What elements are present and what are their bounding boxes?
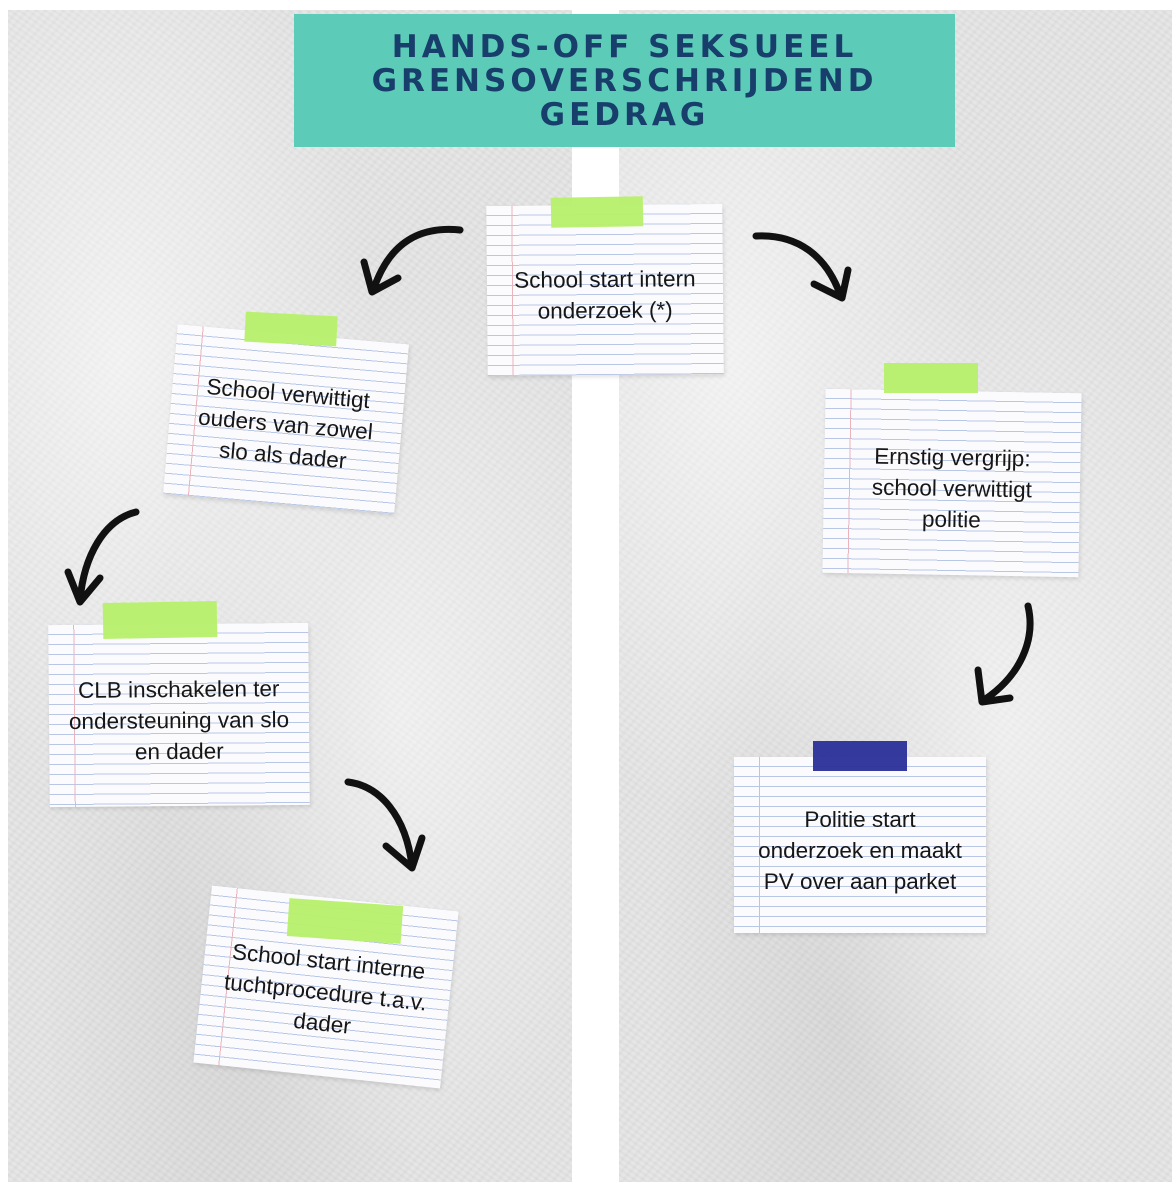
note-start-investigation: School start intern onderzoek (*)	[486, 203, 724, 377]
note-discipline-text: School start interne tuchtprocedure t.a.…	[222, 938, 428, 1039]
curved-arrow-icon	[64, 508, 140, 606]
note-parents-text: School verwittigt ouders van zowel slo a…	[197, 373, 374, 473]
note-start-text: School start intern onderzoek (*)	[514, 266, 696, 324]
title-line-1: HANDS-OFF SEKSUEEL	[391, 28, 858, 65]
tape-blue	[813, 741, 907, 771]
curved-arrow-icon	[974, 602, 1034, 706]
tape-green	[884, 363, 978, 393]
curved-arrow-icon	[752, 232, 852, 302]
note-serious-text: Ernstig vergrijp: school verwittigt poli…	[871, 443, 1033, 533]
page-title: HANDS-OFF SEKSUEEL GRENSOVERSCHRIJDEND G…	[372, 30, 878, 132]
curved-arrow-icon	[360, 225, 464, 296]
title-line-3: GEDRAG	[539, 96, 710, 133]
note-notify-parents: School verwittigt ouders van zowel slo a…	[163, 324, 409, 514]
curved-arrow-icon	[344, 778, 426, 872]
note-police-investigation: Politie start onderzoek en maakt PV over…	[734, 757, 986, 933]
note-serious-offence: Ernstig vergrijp: school verwittigt poli…	[822, 388, 1082, 578]
title-banner: HANDS-OFF SEKSUEEL GRENSOVERSCHRIJDEND G…	[294, 14, 955, 147]
note-clb-support: CLB inschakelen ter ondersteuning van sl…	[48, 622, 310, 808]
note-clb-text: CLB inschakelen ter ondersteuning van sl…	[68, 675, 290, 764]
title-line-2: GRENSOVERSCHRIJDEND	[371, 62, 878, 99]
tape-green	[286, 898, 404, 944]
tape-green	[550, 196, 644, 228]
note-police-text: Politie start onderzoek en maakt PV over…	[758, 806, 962, 894]
left-panel-background	[8, 10, 572, 1182]
tape-green	[244, 311, 338, 347]
right-panel-background	[619, 10, 1172, 1182]
